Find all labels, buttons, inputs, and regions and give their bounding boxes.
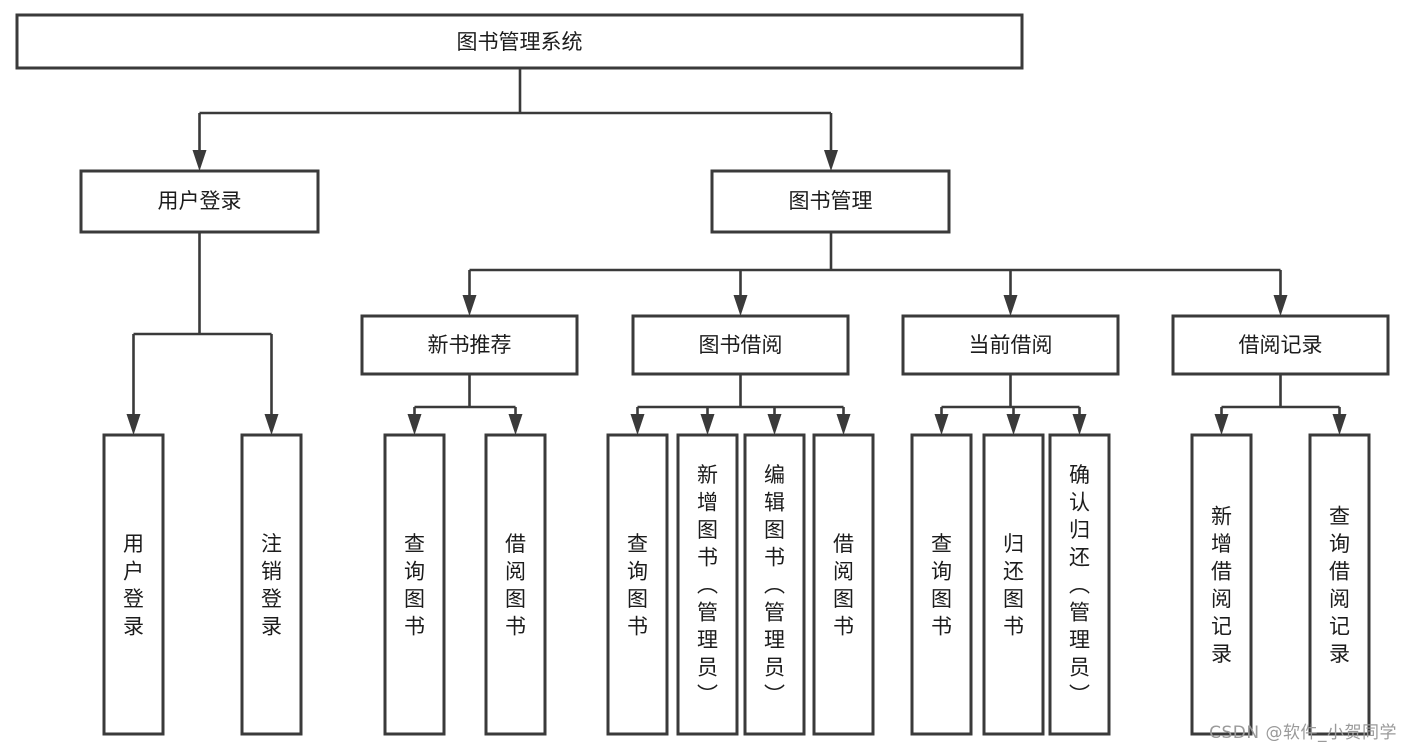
leaf-borrow-book-bor-box[interactable] <box>812 433 875 736</box>
leaf-node[interactable]: 确认归还︵管理员︶ <box>1048 433 1111 736</box>
leaf-return-book-box[interactable] <box>982 433 1045 736</box>
arrow-head-book-manage <box>824 150 838 171</box>
csdn-watermark: CSDN @软件_小贺同学 <box>1209 723 1397 743</box>
node-book-borrow-label: 图书借阅 <box>699 333 783 357</box>
node-book-borrow[interactable]: 图书借阅 <box>631 314 850 376</box>
leaf-logout-label: 注销登录 <box>261 532 282 639</box>
node-current-borrow[interactable]: 当前借阅 <box>901 314 1120 376</box>
node-new-book-rec[interactable]: 新书推荐 <box>360 314 579 376</box>
leaf-return-book-label: 归还图书 <box>1003 532 1024 639</box>
leaf-query-book-bor-box[interactable] <box>606 433 669 736</box>
leaf-node[interactable]: 借阅图书 <box>484 433 547 736</box>
node-root-box[interactable] <box>15 13 1024 70</box>
leaf-confirm-return-label: 确认归还︵管理员︶ <box>1069 463 1090 707</box>
node-layer: 图书管理系统 用户登录 图书管理 新书推荐 图书借阅 当前借阅 <box>15 13 1390 376</box>
leaf-node[interactable]: 查询图书 <box>910 433 973 736</box>
leaf-node[interactable]: 注销登录 <box>240 433 303 736</box>
leaf-query-book-cur-box[interactable] <box>910 433 973 736</box>
node-book-manage-label: 图书管理 <box>789 189 873 213</box>
node-user-login-box[interactable] <box>79 169 320 234</box>
leaf-node[interactable]: 归还图书 <box>982 433 1045 736</box>
leaf-confirm-return-box[interactable] <box>1048 433 1111 736</box>
arrow-head-leaf-confirm-return <box>1072 414 1087 435</box>
leaf-node[interactable]: 编辑图书︵管理员︶ <box>743 433 806 736</box>
arrow-head-leaf-logout <box>264 414 279 435</box>
arrow-head-borrow-record <box>1273 295 1288 316</box>
leaf-query-record-label: 查询借阅记录 <box>1329 504 1350 666</box>
leaf-layer: 用户登录 注销登录 查询图书 借阅图书 查询图书 新增图书︵管理员︶ 编辑图书︵管理员︶ 借阅… <box>102 433 1371 736</box>
leaf-add-record-box[interactable] <box>1190 433 1253 736</box>
node-current-borrow-label: 当前借阅 <box>969 333 1053 357</box>
arrow-head-new-book-rec <box>462 295 477 316</box>
node-borrow-record[interactable]: 借阅记录 <box>1171 314 1390 376</box>
leaf-node[interactable]: 查询借阅记录 <box>1308 433 1371 736</box>
node-user-login[interactable]: 用户登录 <box>79 169 320 234</box>
arrow-head-leaf-borrow-book-rec <box>508 414 523 435</box>
leaf-borrow-book-bor-label: 借阅图书 <box>833 532 854 639</box>
node-book-manage-box[interactable] <box>710 169 951 234</box>
leaf-node[interactable]: 用户登录 <box>102 433 165 736</box>
leaf-query-book-cur-label: 查询图书 <box>931 532 952 639</box>
leaf-add-book-label: 新增图书︵管理员︶ <box>697 463 718 707</box>
node-book-manage[interactable]: 图书管理 <box>710 169 951 234</box>
arrow-head-leaf-query-record <box>1332 414 1347 435</box>
node-borrow-record-box[interactable] <box>1171 314 1390 376</box>
arrow-head-leaf-query-book-rec <box>407 414 422 435</box>
arrow-head-user-login <box>192 150 207 171</box>
leaf-edit-book-label: 编辑图书︵管理员︶ <box>764 463 785 707</box>
arrow-head-book-borrow <box>733 295 748 316</box>
arrow-head-leaf-user-login <box>126 414 141 435</box>
leaf-user-login-box[interactable] <box>102 433 165 736</box>
arrow-head-leaf-query-book-cur <box>934 414 949 435</box>
node-current-borrow-box[interactable] <box>901 314 1120 376</box>
node-root-label: 图书管理系统 <box>457 30 583 54</box>
node-new-book-rec-label: 新书推荐 <box>428 333 512 357</box>
leaf-query-record-box[interactable] <box>1308 433 1371 736</box>
leaf-query-book-bor-label: 查询图书 <box>627 532 648 639</box>
leaf-node[interactable]: 查询图书 <box>606 433 669 736</box>
leaf-node[interactable]: 借阅图书 <box>812 433 875 736</box>
node-root[interactable]: 图书管理系统 <box>15 13 1024 70</box>
connector-layer <box>126 68 1347 435</box>
arrow-head-leaf-query-book-bor <box>630 414 645 435</box>
leaf-node[interactable]: 新增借阅记录 <box>1190 433 1253 736</box>
leaf-query-book-rec-box[interactable] <box>383 433 446 736</box>
leaf-borrow-book-rec-label: 借阅图书 <box>505 532 526 639</box>
leaf-query-book-rec-label: 查询图书 <box>404 532 425 639</box>
arrow-head-leaf-add-book <box>700 414 715 435</box>
node-new-book-rec-box[interactable] <box>360 314 579 376</box>
node-borrow-record-label: 借阅记录 <box>1239 333 1323 357</box>
arrow-head-current-borrow <box>1003 295 1018 316</box>
leaf-borrow-book-rec-box[interactable] <box>484 433 547 736</box>
leaf-add-book-box[interactable] <box>676 433 739 736</box>
node-book-borrow-box[interactable] <box>631 314 850 376</box>
leaf-add-record-label: 新增借阅记录 <box>1211 504 1232 666</box>
leaf-logout-box[interactable] <box>240 433 303 736</box>
arrow-head-leaf-return-book <box>1006 414 1021 435</box>
leaf-node[interactable]: 新增图书︵管理员︶ <box>676 433 739 736</box>
leaf-edit-book-box[interactable] <box>743 433 806 736</box>
leaf-user-login-label: 用户登录 <box>123 532 144 639</box>
leaf-node[interactable]: 查询图书 <box>383 433 446 736</box>
arrow-head-leaf-borrow-book-bor <box>836 414 851 435</box>
arrow-head-leaf-add-record <box>1214 414 1229 435</box>
arrow-head-leaf-edit-book <box>767 414 782 435</box>
node-user-login-label: 用户登录 <box>158 189 242 213</box>
